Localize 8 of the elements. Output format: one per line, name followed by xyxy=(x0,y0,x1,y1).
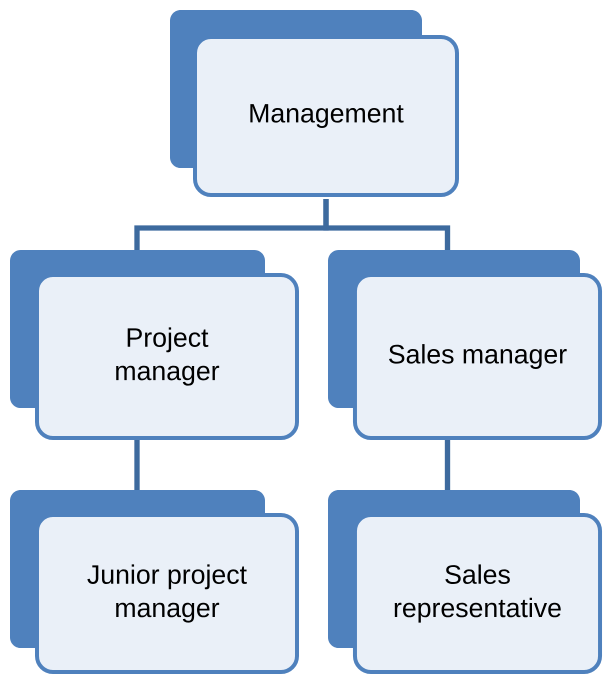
connector-line xyxy=(323,199,450,250)
connector-line xyxy=(134,440,140,490)
org-box: Sales representative xyxy=(328,490,602,674)
org-box: Management xyxy=(170,10,459,197)
connector-line xyxy=(444,440,450,490)
org-box: Junior project manager xyxy=(10,490,299,674)
org-box: Project manager xyxy=(10,250,299,440)
org-box: Sales manager xyxy=(328,250,602,440)
